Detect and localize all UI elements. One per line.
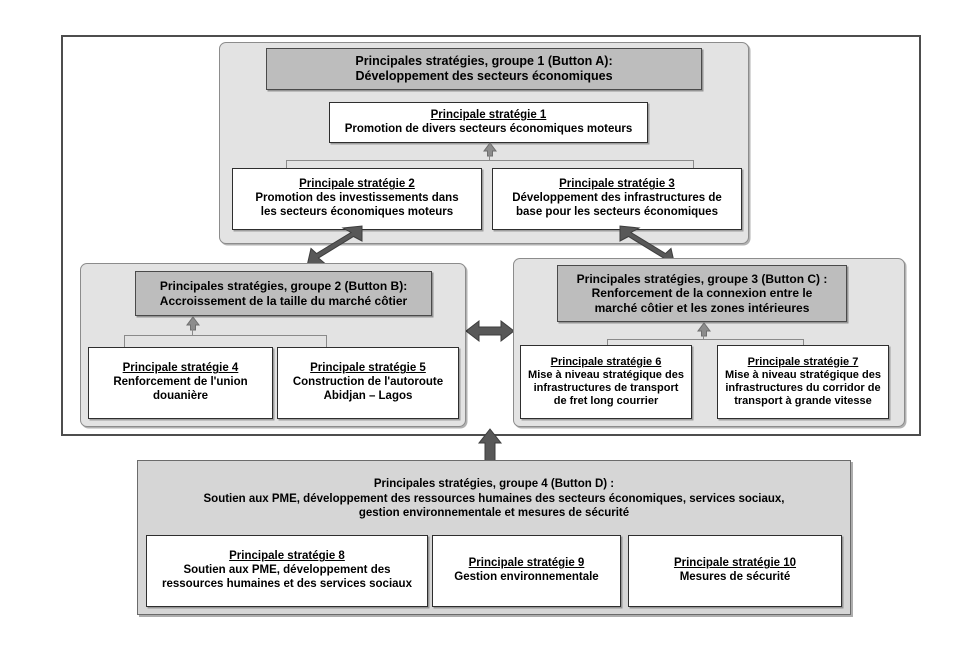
strategy-1-title: Principale stratégie 1 bbox=[430, 108, 547, 121]
strategy-5-body-line1: Construction de l'autoroute bbox=[292, 376, 444, 389]
arrow-group2-group3 bbox=[465, 319, 515, 343]
connector-drop-strategy-3 bbox=[693, 160, 694, 169]
strategy-3-box[interactable]: Principale stratégie 3 Développement des… bbox=[492, 168, 742, 230]
group-3-banner-line3: marché côtier et les zones intérieures bbox=[594, 300, 810, 315]
strategy-10-title: Principale stratégie 10 bbox=[673, 557, 797, 570]
group-4-banner[interactable]: Principales stratégies, groupe 4 (Button… bbox=[144, 466, 844, 532]
strategy-5-title: Principale stratégie 5 bbox=[310, 362, 426, 375]
strategy-4-body-line2: douanière bbox=[153, 389, 208, 402]
strategy-4-body-line1: Renforcement de l'union bbox=[113, 376, 248, 389]
group-1-banner-line1: Principales stratégies, groupe 1 (Button… bbox=[355, 54, 613, 69]
arrow-up-to-group-2-banner bbox=[186, 316, 200, 331]
group-2-banner-line2: Accroissement de la taille du marché côt… bbox=[159, 293, 408, 308]
strategy-9-box[interactable]: Principale stratégie 9 Gestion environne… bbox=[432, 535, 621, 607]
strategy-2-body-line1: Promotion des investissements dans bbox=[255, 192, 459, 205]
group-4-banner-line1: Principales stratégies, groupe 4 (Button… bbox=[373, 478, 615, 491]
strategy-7-body-line3: transport à grande vitesse bbox=[734, 395, 872, 408]
strategy-2-box[interactable]: Principale stratégie 2 Promotion des inv… bbox=[232, 168, 482, 230]
group-3-banner-line2: Renforcement de la connexion entre le bbox=[591, 286, 813, 301]
strategy-1-body: Promotion de divers secteurs économiques… bbox=[344, 122, 633, 135]
arrow-group4-to-main-frame bbox=[477, 428, 503, 464]
group-3-banner[interactable]: Principales stratégies, groupe 3 (Button… bbox=[557, 265, 847, 322]
strategy-9-body-line1: Gestion environnementale bbox=[454, 571, 599, 583]
strategy-6-title: Principale stratégie 6 bbox=[550, 355, 662, 368]
arrow-up-to-group-3-banner bbox=[697, 322, 711, 337]
connector-drop-strategy-5 bbox=[326, 335, 327, 348]
connector-drop-strategy-7 bbox=[803, 339, 804, 346]
group-2-banner-line1: Principales stratégies, groupe 2 (Button… bbox=[159, 279, 408, 294]
strategy-6-box[interactable]: Principale stratégie 6 Mise à niveau str… bbox=[520, 345, 692, 419]
strategy-9-title: Principale stratégie 9 bbox=[468, 557, 585, 570]
strategy-8-title: Principale stratégie 8 bbox=[229, 550, 345, 563]
group-2-banner[interactable]: Principales stratégies, groupe 2 (Button… bbox=[135, 271, 432, 316]
group-4-banner-line3: gestion environnementale et mesures de s… bbox=[358, 507, 630, 520]
group-3-banner-line1: Principales stratégies, groupe 3 (Button… bbox=[576, 272, 828, 287]
arrow-up-to-strategy-1 bbox=[483, 142, 497, 157]
strategy-8-body-line1: Soutien aux PME, développement des bbox=[183, 564, 391, 577]
strategy-6-body-line1: Mise à niveau stratégique des bbox=[528, 368, 684, 381]
strategy-10-body-line1: Mesures de sécurité bbox=[679, 571, 791, 583]
strategy-7-body-line2: infrastructures du corridor de bbox=[725, 382, 881, 394]
strategy-4-box[interactable]: Principale stratégie 4 Renforcement de l… bbox=[88, 347, 273, 419]
strategy-7-title: Principale stratégie 7 bbox=[747, 355, 859, 368]
connector-bar-g2 bbox=[124, 335, 326, 336]
strategy-6-body-line3: de fret long courrier bbox=[553, 395, 659, 408]
strategy-3-body-line2: base pour les secteurs économiques bbox=[516, 205, 718, 218]
connector-bar-g1 bbox=[286, 160, 693, 161]
group-1-banner[interactable]: Principales stratégies, groupe 1 (Button… bbox=[266, 48, 702, 90]
strategy-5-box[interactable]: Principale stratégie 5 Construction de l… bbox=[277, 347, 459, 419]
strategy-8-body-line2: ressources humaines et des services soci… bbox=[162, 577, 412, 590]
connector-bar-g3 bbox=[607, 339, 803, 340]
strategy-3-body-line1: Développement des infrastructures de bbox=[512, 192, 722, 205]
connector-drop-strategy-2 bbox=[286, 160, 287, 169]
strategy-5-body-line2: Abidjan – Lagos bbox=[323, 389, 413, 402]
connector-stem-g1 bbox=[489, 152, 490, 160]
group-4-banner-line2: Soutien aux PME, développement des resso… bbox=[203, 492, 785, 505]
strategy-7-box[interactable]: Principale stratégie 7 Mise à niveau str… bbox=[717, 345, 889, 419]
connector-stem-g2 bbox=[192, 326, 193, 335]
connector-drop-strategy-4 bbox=[124, 335, 125, 348]
strategy-4-title: Principale stratégie 4 bbox=[122, 362, 239, 375]
strategy-10-box[interactable]: Principale stratégie 10 Mesures de sécur… bbox=[628, 535, 842, 607]
strategy-2-title: Principale stratégie 2 bbox=[299, 178, 415, 191]
strategy-2-body-line2: les secteurs économiques moteurs bbox=[260, 205, 454, 218]
strategy-3-title: Principale stratégie 3 bbox=[559, 178, 675, 191]
strategy-6-body-line2: infrastructures de transport bbox=[533, 382, 679, 394]
arrow-group1-group2 bbox=[306, 225, 363, 267]
connector-drop-strategy-6 bbox=[607, 339, 608, 346]
strategy-7-body-line1: Mise à niveau stratégique des bbox=[725, 368, 881, 381]
connector-stem-g3 bbox=[703, 332, 704, 339]
strategy-8-box[interactable]: Principale stratégie 8 Soutien aux PME, … bbox=[146, 535, 428, 607]
group-1-banner-line2: Développement des secteurs économiques bbox=[355, 69, 613, 83]
strategy-1-box[interactable]: Principale stratégie 1 Promotion de dive… bbox=[329, 102, 648, 143]
